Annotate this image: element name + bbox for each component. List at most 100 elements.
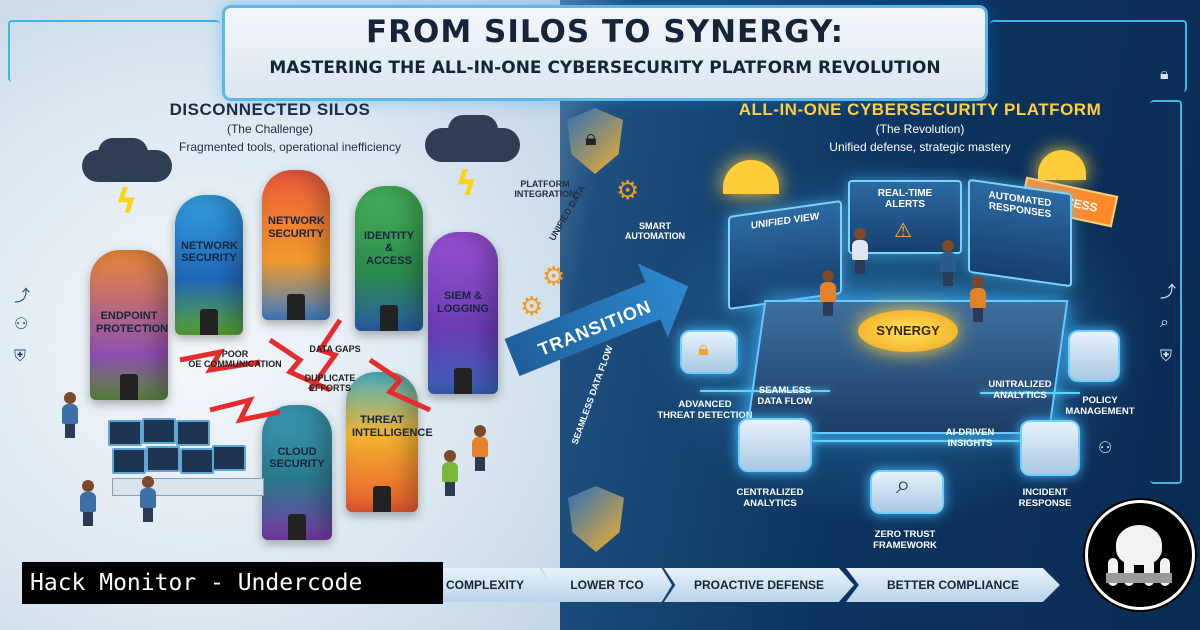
network-icon: ⚇ <box>14 314 29 333</box>
silo-siem-logging: SIEM & LOGGING <box>428 232 498 394</box>
left-tagline: Fragmented tools, operational inefficien… <box>179 140 401 154</box>
synergy-core: SYNERGY <box>858 310 958 352</box>
logo-tentacle <box>1124 558 1134 586</box>
issue-duplicate-efforts: DUPLICATE EFFORTS <box>304 373 356 393</box>
silo-door <box>200 309 218 335</box>
policy-management-node <box>1068 330 1120 382</box>
centralized-analytics-top-label: UNITRALIZED ANALYTICS <box>988 379 1052 401</box>
silo-label: NETWORK SECURITY <box>181 239 238 265</box>
shield-icon <box>568 486 624 552</box>
silo-door <box>380 305 398 331</box>
benefit-item: LOWER TCO <box>542 568 672 602</box>
left-heading: DISCONNECTED SILOS <box>169 100 371 119</box>
warning-icon: ⚠ <box>894 218 912 242</box>
centralized-analytics-label: CENTRALIZED ANALYTICS <box>736 487 804 509</box>
benefits-bar: COMPLEXITY LOWER TCO PROACTIVE DEFENSE B… <box>420 568 1060 602</box>
red-arrow <box>209 396 281 424</box>
desk <box>112 478 264 496</box>
lightning-icon: ϟ <box>115 182 138 222</box>
shield-icon: ⛨ <box>1160 346 1173 365</box>
advanced-threat-label: ADVANCED THREAT DETECTION <box>657 399 753 421</box>
screen-title: AUTOMATED RESPONSES <box>988 189 1052 221</box>
red-arrow <box>179 348 261 374</box>
silo-label: THREAT INTELLIGENCE <box>352 414 433 439</box>
person <box>140 476 156 522</box>
logo-tentacle <box>1108 558 1118 586</box>
page-subtitle: MASTERING THE ALL-IN-ONE CYBERSECURITY P… <box>269 58 941 78</box>
right-subheading: (The Revolution) <box>875 122 965 136</box>
person <box>62 392 78 438</box>
storm-cloud <box>448 115 498 145</box>
logo-tentacle <box>1160 558 1170 586</box>
logo-keyboard <box>1106 573 1172 583</box>
monitor <box>112 448 146 474</box>
data-line <box>700 390 830 392</box>
real-time-alerts-screen: REAL-TIME ALERTS ⚠ <box>848 180 962 254</box>
automated-responses-screen: AUTOMATED RESPONSES <box>968 178 1072 288</box>
person <box>970 276 986 322</box>
benefit-item: PROACTIVE DEFENSE <box>664 568 854 602</box>
circuit-trace <box>1150 100 1182 484</box>
monitor <box>180 448 214 474</box>
data-line <box>980 392 1080 394</box>
person <box>820 270 836 316</box>
silo-door <box>287 294 305 320</box>
red-arrow <box>368 357 432 413</box>
octopus-logo <box>1085 500 1195 610</box>
person <box>940 240 956 286</box>
monitor <box>146 446 180 472</box>
page-title: FROM SILOS TO SYNERGY: <box>366 14 844 50</box>
seamless-data-flow-label: SEAMLESS DATA FLOW <box>569 344 615 446</box>
network-icon: ⚇ <box>1098 438 1113 457</box>
platform-integration-label: PLATFORM INTEGRATION <box>514 179 576 199</box>
silo-label: ENDPOINT PROTECTION <box>96 310 169 335</box>
silo-door <box>288 514 306 540</box>
lock-icon: 🔒︎ <box>1160 64 1169 83</box>
benefit-item: BETTER COMPLIANCE <box>846 568 1060 602</box>
silo-network-security: NETWORK SECURITY <box>175 195 243 335</box>
ai-driven-insights-label: AI-DRIVEN INSIGHTS <box>945 427 995 449</box>
silo-cloud-security: CLOUD SECURITY <box>262 405 332 540</box>
sun <box>1038 150 1086 180</box>
right-heading: ALL-IN-ONE CYBERSECURITY PLATFORM <box>738 100 1102 119</box>
silo-threat-intelligence: THREAT INTELLIGENCE <box>346 372 433 512</box>
search-icon: ⌕ <box>1160 312 1169 331</box>
sun <box>723 160 779 194</box>
lightning-icon: ϟ <box>455 164 478 204</box>
red-arrows <box>179 318 432 424</box>
shield-icon: ⛨ <box>14 346 27 365</box>
red-arrow <box>268 337 332 393</box>
logo-head <box>1116 525 1162 565</box>
silo-door <box>454 368 472 394</box>
person <box>442 450 458 496</box>
logo-tentacle <box>1144 558 1154 586</box>
lock-icon: 🔒︎ <box>698 336 709 360</box>
data-line <box>790 440 1050 442</box>
centralized-analytics-node <box>738 418 812 472</box>
silo-label: CLOUD SECURITY <box>269 445 325 471</box>
incident-response-label: INCIDENT RESPONSE <box>1018 487 1072 509</box>
chart-icon: ⤴ <box>14 286 31 305</box>
gear-icon: ⚙ <box>542 262 566 292</box>
smart-automation-label: SMART AUTOMATION <box>624 221 686 241</box>
issue-poor-communication: POOR OE COMMUNICATION <box>188 349 282 369</box>
silo-endpoint-protection: ENDPOINT PROTECTION <box>90 250 168 400</box>
storm-cloud <box>98 138 148 168</box>
silo-label: IDENTITY & ACCESS <box>363 229 415 267</box>
circuit-trace <box>990 20 1187 92</box>
silo-door <box>120 374 138 400</box>
left-subheading: (The Challenge) <box>226 122 314 136</box>
monitor <box>176 420 210 446</box>
screen-title: REAL-TIME ALERTS <box>877 188 933 210</box>
chart-icon: ⤴ <box>1160 282 1177 301</box>
silo-door <box>373 486 391 512</box>
watermark-label: Hack Monitor - Undercode <box>22 562 443 604</box>
red-arrow <box>307 318 343 392</box>
gear-icon: ⚙ <box>520 292 544 322</box>
issue-data-gaps: DATA GAPS <box>309 344 361 354</box>
person <box>472 425 488 471</box>
silo-label: SIEM & LOGGING <box>437 290 489 315</box>
circuit-trace <box>8 20 220 82</box>
monitor <box>142 418 176 444</box>
